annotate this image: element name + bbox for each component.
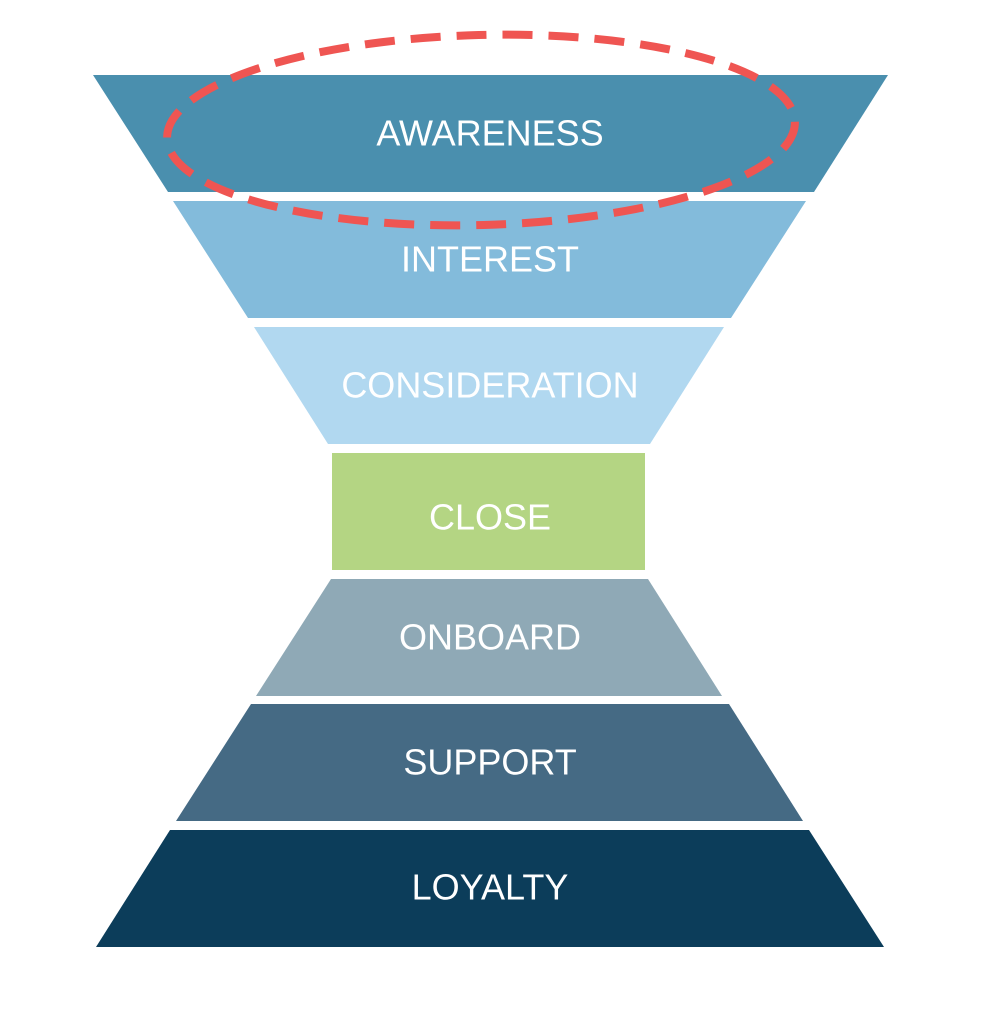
stage-interest: INTEREST <box>173 201 806 318</box>
stage-support-shape <box>176 704 803 821</box>
stage-onboard: ONBOARD <box>256 579 722 696</box>
stage-awareness-label: AWARENESS <box>376 113 603 154</box>
stage-consideration: CONSIDERATION <box>254 327 724 444</box>
stage-close-shape <box>332 453 645 570</box>
stage-awareness-shape <box>93 75 888 192</box>
stage-loyalty-shape <box>96 830 884 947</box>
stage-awareness: AWARENESS <box>93 75 888 192</box>
stage-interest-label: INTEREST <box>401 239 579 280</box>
stage-loyalty: LOYALTY <box>96 830 884 947</box>
stage-consideration-label: CONSIDERATION <box>341 365 638 406</box>
stage-consideration-shape <box>254 327 724 444</box>
stage-close-label: CLOSE <box>429 497 551 538</box>
stage-interest-shape <box>173 201 806 318</box>
stage-onboard-shape <box>256 579 722 696</box>
stage-loyalty-label: LOYALTY <box>412 867 569 908</box>
awareness-highlight-ellipse <box>163 30 799 230</box>
stage-support-label: SUPPORT <box>403 742 576 783</box>
stage-close: CLOSE <box>332 453 645 570</box>
stage-onboard-label: ONBOARD <box>399 617 581 658</box>
stage-support: SUPPORT <box>176 704 803 821</box>
